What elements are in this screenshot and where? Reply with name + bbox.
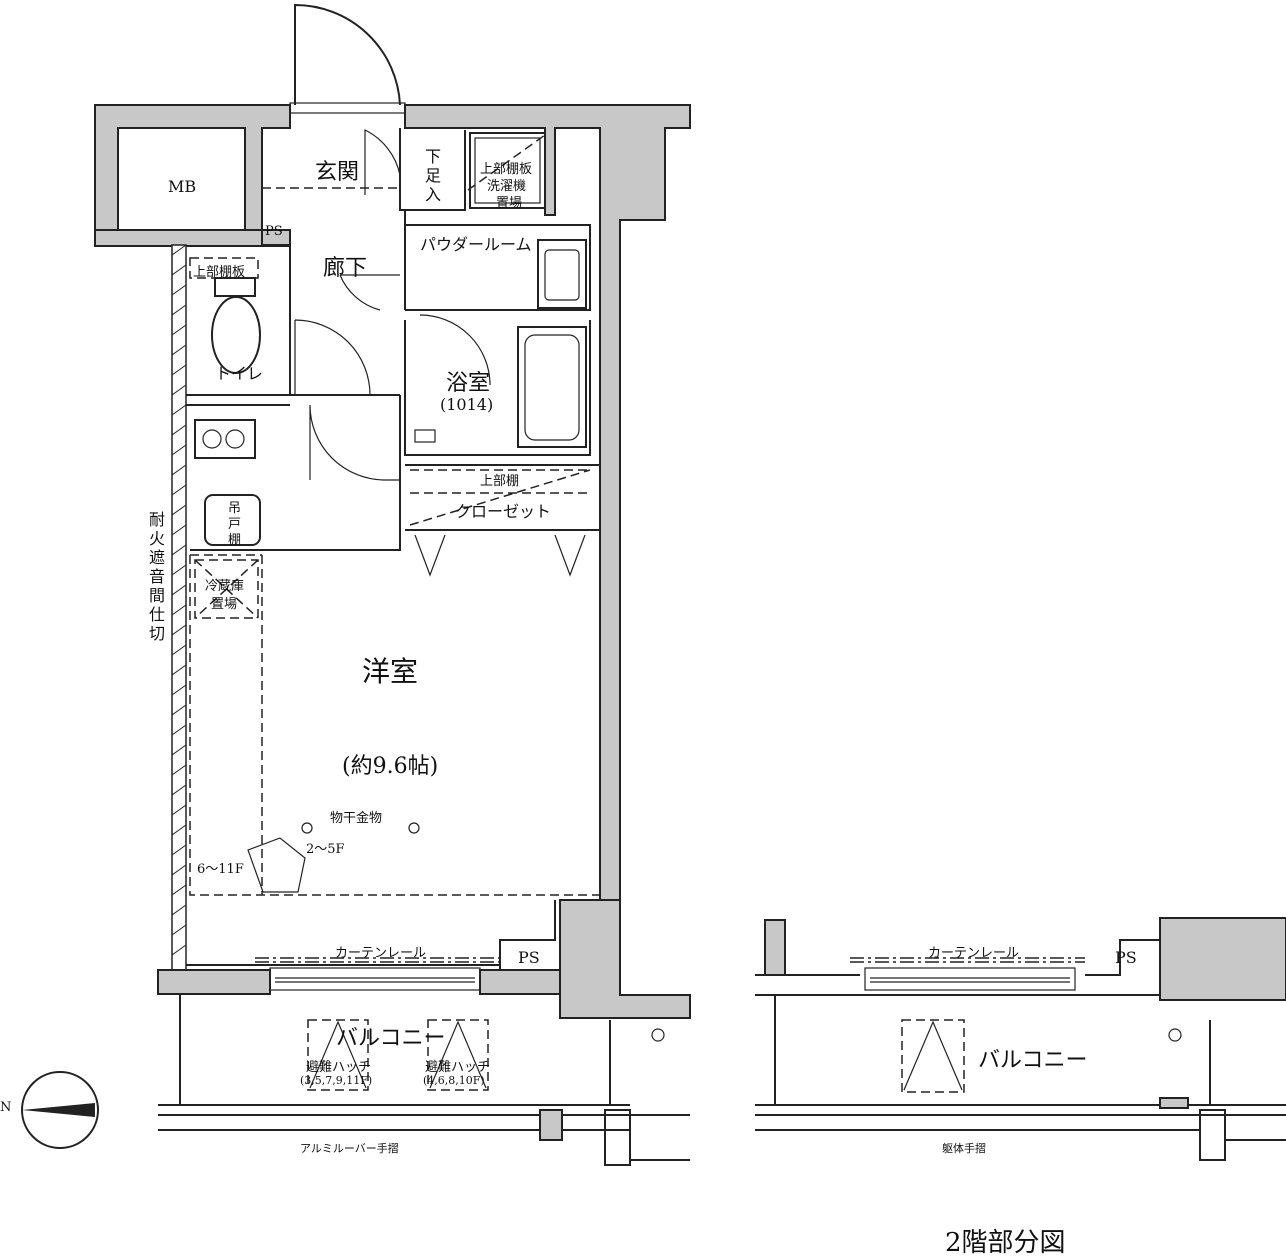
label-washer-2: 洗濯機	[487, 179, 527, 194]
label-2f-ps: PS	[1115, 948, 1137, 967]
label-partition: 耐 火 遮 音 間 仕 切	[148, 510, 166, 643]
entrance-door	[289, 3, 406, 114]
label-rouka: 廊下	[323, 256, 368, 281]
label-hoshi: 物干金物	[330, 811, 383, 826]
partition-char: 音	[148, 567, 165, 586]
partition-char: 間	[148, 586, 165, 605]
label-2f-rail: 躯体手摺	[942, 1142, 986, 1155]
label-tsuri-2: 戸	[228, 517, 242, 532]
label-geta-1: 下	[425, 147, 442, 166]
label-2f-curtain-rail: カーテンレール	[928, 946, 1020, 961]
exterior-walls	[94, 104, 691, 1019]
partition-char: 耐	[148, 510, 165, 529]
label-toilet: トイレ	[215, 364, 264, 383]
label-2f-balcony: バルコニー	[978, 1048, 1088, 1073]
fixtures	[194, 132, 587, 991]
label-mb: MB	[168, 177, 197, 196]
compass-north-label: N	[0, 1100, 12, 1115]
label-louver-rail: アルミルーバー手摺	[300, 1142, 399, 1155]
label-toilet-shelf: 上部棚板	[193, 265, 246, 280]
label-hatch-1: 避難ハッチ	[306, 1060, 372, 1075]
label-yoshitsu: 洋室	[362, 655, 419, 688]
second-floor-plan	[755, 917, 1286, 1161]
label-bath-size: (1014)	[440, 395, 494, 414]
label-upper-shelf: 上部棚	[480, 474, 520, 489]
label-genkan: 玄関	[315, 160, 360, 185]
label-washer-3: 置場	[496, 196, 523, 211]
compass	[21, 1071, 99, 1149]
label-closet: クローゼット	[455, 502, 552, 521]
label-washer-1: 上部棚板	[480, 162, 533, 177]
label-fridge-2: 置場	[211, 597, 238, 612]
partition-char: 遮	[148, 548, 165, 567]
label-curtain-rail: カーテンレール	[335, 946, 427, 961]
label-floors-a: 2～5F	[306, 842, 345, 857]
dashed-guides	[189, 134, 601, 896]
partition-char: 火	[148, 529, 165, 548]
label-hatch-2-floors: (4,6,8,10F)	[423, 1074, 485, 1087]
interior-walls	[186, 128, 600, 966]
caption-2f: 2階部分図	[945, 1228, 1066, 1258]
partition-char: 仕	[148, 605, 165, 624]
label-balcony: バルコニー	[336, 1026, 446, 1051]
partition-char: 切	[148, 624, 165, 643]
label-hatch-1-floors: (3,5,7,9,11F)	[300, 1074, 373, 1087]
label-tsuri-1: 吊	[228, 501, 242, 516]
label-yoshitsu-size: (約9.6帖)	[342, 754, 439, 779]
label-ps-top: PS	[265, 224, 283, 239]
label-geta-3: 入	[425, 185, 442, 204]
label-powder: パウダールーム	[420, 235, 532, 254]
label-geta-2: 足	[425, 166, 442, 185]
label-tsuri-3: 棚	[228, 533, 242, 548]
door-swings	[294, 129, 491, 481]
label-hatch-2: 避難ハッチ	[425, 1060, 491, 1075]
label-floors-b: 6～11F	[197, 862, 244, 877]
label-bath: 浴室	[446, 371, 491, 396]
label-fridge-1: 冷蔵庫	[205, 579, 245, 594]
label-ps-bottom: PS	[518, 948, 540, 967]
balcony-area	[158, 995, 690, 1166]
